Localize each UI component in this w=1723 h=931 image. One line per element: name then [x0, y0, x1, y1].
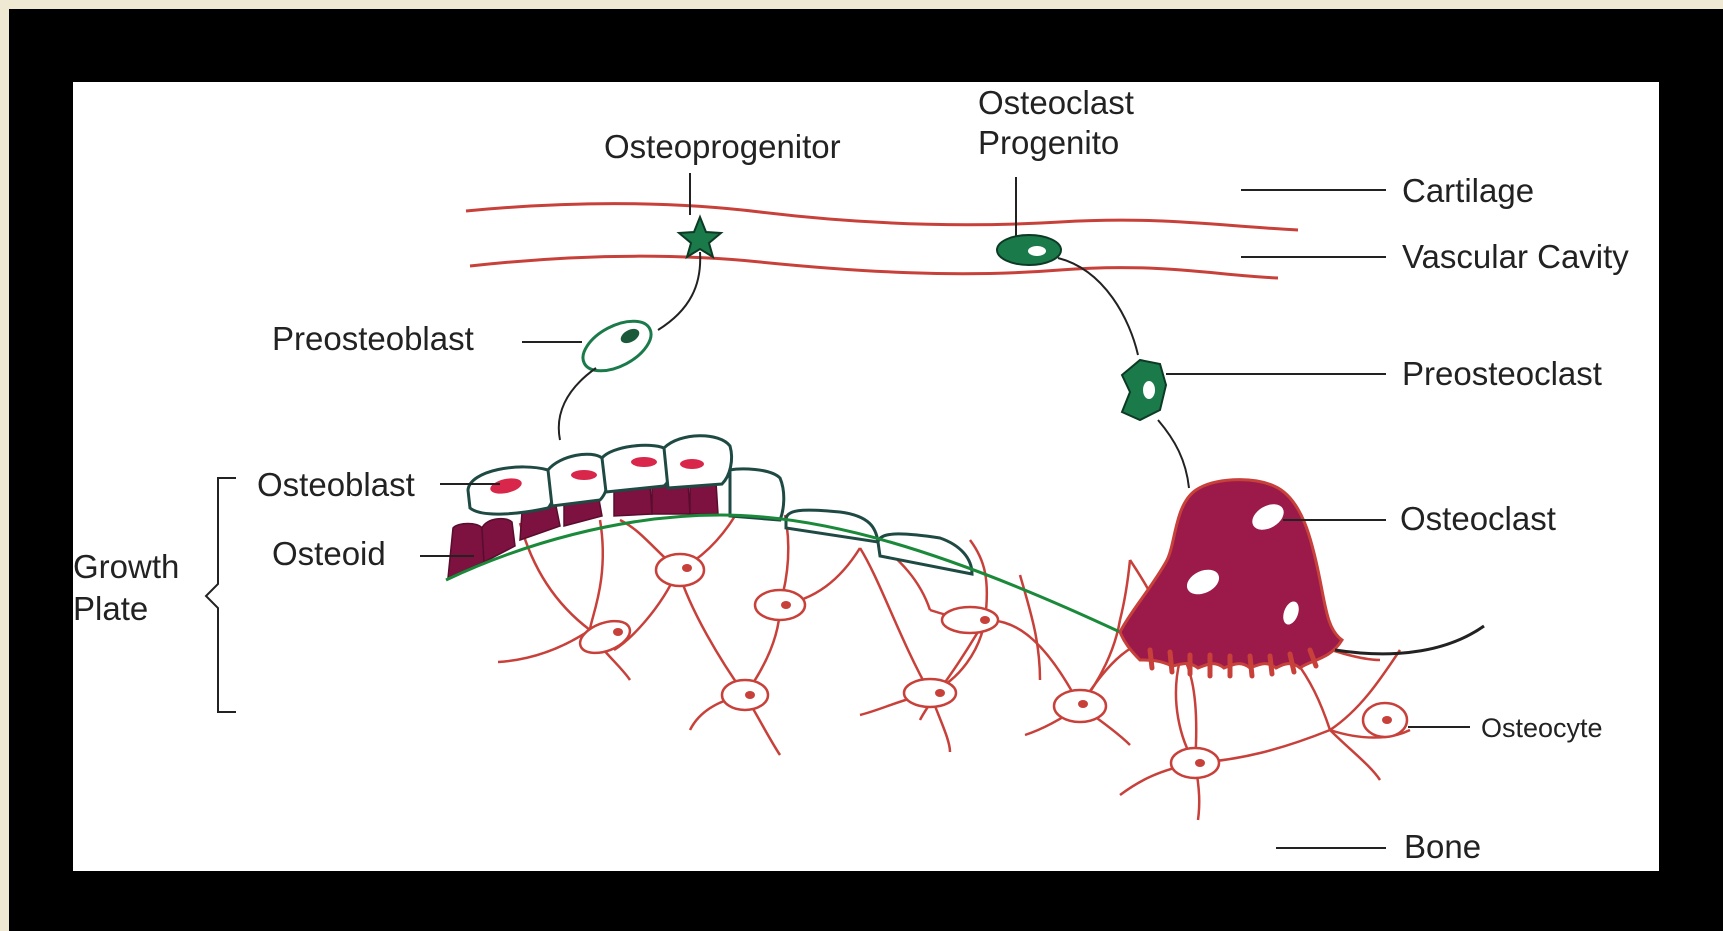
osteocyte-cell — [1054, 690, 1106, 722]
osteoprogenitor-to-preosteoblast-line — [658, 252, 700, 330]
label-osteoclast: Osteoclast — [1400, 500, 1556, 537]
preosteoclast-nucleus — [1143, 381, 1155, 399]
osteoblast-layer — [468, 436, 972, 574]
preosteoclast-to-osteoclast-line — [1158, 420, 1189, 488]
osteoblast-cell — [602, 445, 670, 492]
osteocyte-cell — [755, 590, 805, 620]
label-osteocyte: Osteocyte — [1481, 713, 1603, 743]
label-osteoprogenitor: Osteoprogenitor — [604, 128, 841, 165]
osteoblast-cell — [548, 454, 608, 506]
upper-vessel-wall — [466, 204, 1298, 230]
osteocyte-cell — [576, 615, 634, 659]
labels: Osteoprogenitor Osteoclast Progenito Car… — [73, 84, 1629, 865]
osteocyte-cell — [942, 607, 998, 633]
label-preosteoblast: Preosteoblast — [272, 320, 474, 357]
osteocyte-cell — [904, 679, 956, 707]
osteocyte-cell — [1363, 703, 1407, 737]
osteocyte-cell — [1171, 748, 1219, 778]
label-osteoclast-progenitor-line1: Osteoclast — [978, 84, 1134, 121]
label-bone: Bone — [1404, 828, 1481, 865]
osteoclast-cell — [1120, 480, 1342, 668]
lower-vessel-wall — [470, 256, 1278, 278]
osteoclast-progenitor-nucleus — [1028, 246, 1046, 256]
label-osteoclast-progenitor-line2: Progenito — [978, 124, 1119, 161]
label-preosteoclast: Preosteoclast — [1402, 355, 1602, 392]
label-osteoblast: Osteoblast — [257, 466, 415, 503]
progenitor-to-preosteoclast-line — [1058, 258, 1138, 355]
osteocyte-cell — [722, 680, 768, 710]
osteoblast-cell — [730, 469, 784, 520]
label-cartilage: Cartilage — [1402, 172, 1534, 209]
growth-plate-bracket — [206, 478, 236, 712]
preosteoblast-cell — [575, 311, 659, 381]
label-osteoid: Osteoid — [272, 535, 386, 572]
osteoprogenitor-star-icon — [679, 217, 721, 257]
preosteoblast-to-osteoblast-line — [559, 368, 596, 440]
label-growth-plate-line1: Growth — [73, 548, 179, 585]
bone-surface-right — [1335, 626, 1484, 654]
label-vascular-cavity: Vascular Cavity — [1402, 238, 1629, 275]
vascular-cavity-walls — [466, 204, 1298, 278]
label-growth-plate-line2: Plate — [73, 590, 148, 627]
osteocyte-cell — [656, 554, 704, 586]
